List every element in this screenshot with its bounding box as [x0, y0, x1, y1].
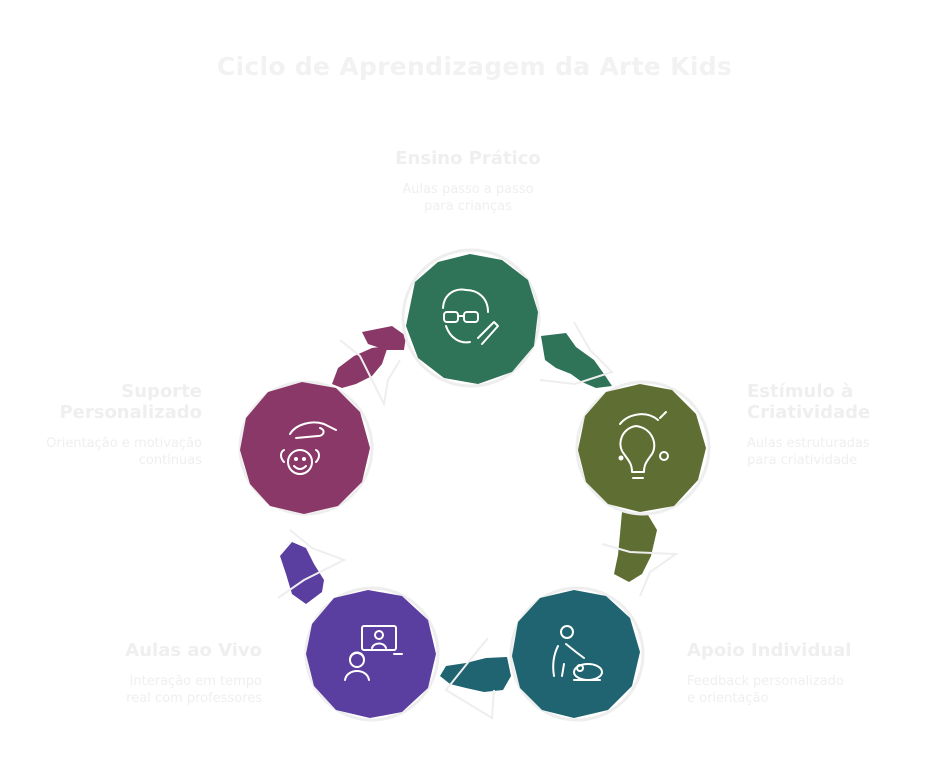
node-ring [401, 248, 541, 388]
stage-title-line: Personalizado [59, 402, 202, 423]
stage-description-line: para crianças [424, 199, 512, 214]
connector-arrow [440, 657, 511, 692]
stage-description-line: contínuas [138, 453, 202, 468]
stage-title-line: Estímulo à [747, 381, 854, 402]
stage-description-line: Orientação e motivação [46, 436, 202, 451]
stage-ensino-pratico-text: Ensino Prático Aulas passo a passo para … [368, 148, 568, 215]
stage-node-ensino-pratico [401, 248, 541, 388]
stage-node-estimulo [575, 380, 711, 516]
node-fill [306, 590, 436, 718]
individual-support-icon [552, 625, 603, 681]
stage-aulas-ao-vivo-text: Aulas ao Vivo Interação em tempo real co… [40, 640, 262, 707]
node-ring [509, 586, 645, 722]
stage-description: Feedback personalizado e orientação [687, 673, 927, 707]
node-fill [578, 384, 706, 512]
stage-title: Suporte Personalizado [10, 381, 202, 423]
connector-arrow [614, 512, 657, 582]
diagram-title: Ciclo de Aprendizagem da Arte Kids [216, 52, 733, 81]
connector-arrow [362, 326, 406, 350]
connector-arrow-outline [444, 637, 495, 720]
stage-title-line: Criatividade [747, 402, 871, 423]
stage-description-line: para criatividade [747, 453, 858, 468]
teacher-icon [442, 288, 499, 345]
connector-arrow-outline [601, 543, 680, 597]
stage-title: Apoio Individual [687, 640, 852, 661]
stage-title: Ensino Prático [395, 148, 541, 169]
node-fill [512, 590, 640, 718]
stage-description-line: Interação em tempo [129, 674, 262, 689]
cycle-connectors [277, 321, 680, 720]
node-fill [406, 254, 538, 384]
stage-description: Aulas estruturadas para criatividade [747, 435, 947, 469]
stage-description: Interação em tempo real com professores [40, 673, 262, 707]
live-class-icon [344, 625, 403, 681]
node-ring [575, 380, 711, 516]
connector-arrow [332, 346, 388, 388]
stage-description: Aulas passo a passo para crianças [368, 181, 568, 215]
stage-title: Estímulo à Criatividade [747, 381, 947, 423]
node-fill [240, 382, 370, 514]
connector-arrow [541, 333, 612, 388]
connector-arrow-outline [277, 529, 347, 599]
stage-description-line: e orientação [687, 691, 769, 706]
stage-description-line: Feedback personalizado [687, 674, 844, 689]
stage-node-aulas-ao-vivo [304, 586, 440, 722]
stage-description-line: Aulas passo a passo [402, 182, 534, 197]
node-ring [238, 380, 374, 516]
connector-arrow-outline [539, 321, 614, 386]
stage-description: Orientação e motivação contínuas [10, 435, 202, 469]
connector-arrow-outline [339, 339, 401, 408]
stage-title: Aulas ao Vivo [125, 640, 262, 661]
stage-node-suporte [238, 380, 374, 516]
stage-title-line: Suporte [121, 381, 202, 402]
stage-description-line: Aulas estruturadas [747, 436, 870, 451]
stage-estimulo-text: Estímulo à Criatividade Aulas estruturad… [747, 381, 947, 469]
stage-suporte-text: Suporte Personalizado Orientação e motiv… [10, 381, 202, 469]
care-hand-icon [280, 421, 337, 475]
lightbulb-icon [618, 411, 669, 479]
stage-description-line: real com professores [126, 691, 262, 706]
stage-node-apoio [509, 586, 645, 722]
stage-apoio-text: Apoio Individual Feedback personalizado … [687, 640, 927, 707]
